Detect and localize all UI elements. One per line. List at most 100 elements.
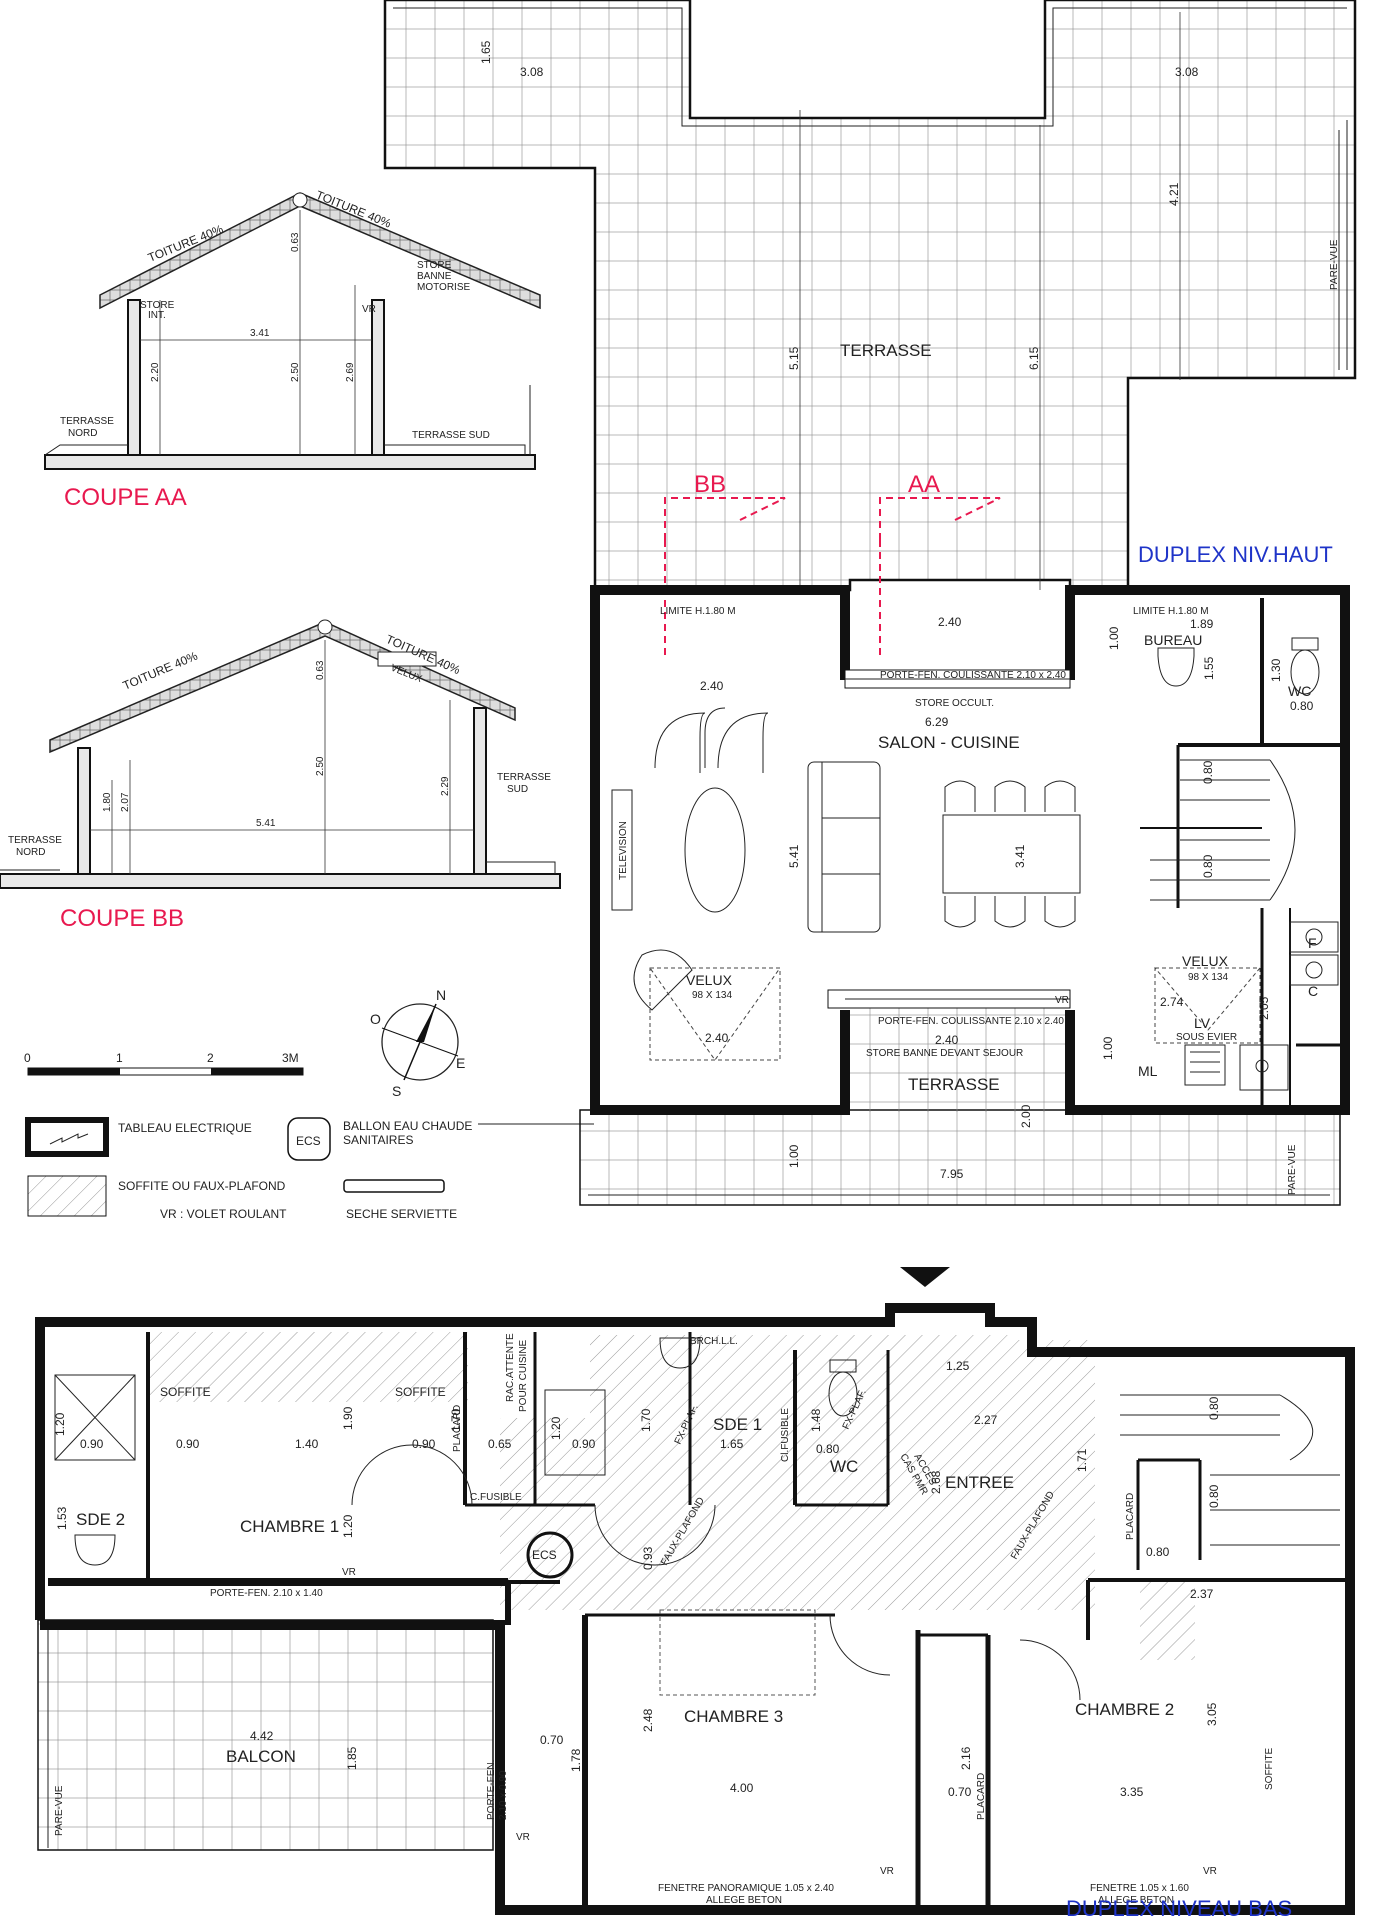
- bas-dim-080d: 0.80: [1146, 1545, 1170, 1559]
- legend-ecs: ECS: [296, 1134, 321, 1148]
- bas-dim-148: 1.48: [809, 1408, 823, 1432]
- bb-terrasse-nord: TERRASSE: [8, 835, 62, 846]
- velux-2: VELUX: [1182, 953, 1229, 969]
- haut-dim-240b: 2.40: [700, 679, 724, 693]
- f-label: F: [1308, 935, 1317, 951]
- sde-2-label: SDE 2: [76, 1510, 125, 1529]
- level-arrow-icon: [900, 1267, 950, 1287]
- bas-dim-335: 3.35: [1120, 1785, 1144, 1799]
- placard-3: PLACARD: [976, 1773, 987, 1820]
- haut-dim-341: 3.41: [1013, 844, 1027, 868]
- upper-interior: TELEVISION LIMITE H.1.80 M LIMITE H.1.80…: [579, 585, 1350, 1206]
- aa-store-banne: STORE: [417, 260, 452, 271]
- entree-label: ENTREE: [945, 1473, 1014, 1492]
- brch-ll: BRCH.L.L.: [690, 1336, 738, 1347]
- bureau-label: BUREAU: [1144, 632, 1202, 648]
- haut-dim-308a: 3.08: [520, 65, 544, 79]
- bas-dim-442: 4.42: [250, 1729, 274, 1743]
- bas-dim-237: 2.37: [1190, 1587, 1214, 1601]
- compass: N O E S: [370, 987, 465, 1099]
- bas-dim-080b: 0.80: [1207, 1396, 1221, 1420]
- c-fusible: C.FUSIBLE: [470, 1492, 522, 1503]
- section-aa-marker: AA: [908, 471, 940, 498]
- bb-dim-180: 1.80: [102, 792, 113, 812]
- aa-terrasse-nord: TERRASSE: [60, 416, 114, 427]
- lv-label: LV: [1194, 1015, 1211, 1031]
- haut-dim-165: 1.65: [479, 40, 493, 64]
- haut-dim-240a: 2.40: [938, 615, 962, 629]
- bb-terrasse-sud-2: SUD: [507, 784, 528, 795]
- vr-lower-3: VR: [880, 1866, 894, 1877]
- legend-ballon-1: BALLON EAU CHAUDE: [343, 1119, 472, 1133]
- scale-bar: 0 1 2 3M: [24, 1051, 304, 1076]
- haut-dim-189: 1.89: [1190, 617, 1214, 631]
- haut-dim-274: 2.74: [1160, 995, 1184, 1009]
- upper-terrace: TERRASSE 1.65 3.08 3.08 4.21 5.15 6.15 P…: [383, 0, 1357, 660]
- chambre-3-label: CHAMBRE 3: [684, 1707, 783, 1726]
- bas-dim-216: 2.16: [959, 1746, 973, 1770]
- bas-dim-153: 1.53: [55, 1506, 69, 1530]
- haut-dim-100a: 1.00: [1107, 626, 1121, 650]
- haut-dim-515: 5.15: [787, 346, 801, 370]
- aa-dim-220: 2.20: [150, 362, 161, 382]
- ecs-lower: ECS: [532, 1548, 557, 1562]
- porte-fen-coulissante-2: PORTE-FEN. COULISSANTE 2.10 x 2.40: [878, 1016, 1064, 1027]
- bas-dim-248: 2.48: [641, 1708, 655, 1732]
- velux-2-size: 98 X 134: [1188, 972, 1228, 983]
- lower-plan: ECS CHAMBRE 1 CHAMBRE 2 CHAMBRE 3 SDE 1 …: [35, 1303, 1355, 1920]
- limite-1: LIMITE H.1.80 M: [660, 606, 736, 617]
- store-occult: STORE OCCULT.: [915, 698, 994, 709]
- velux-1-size: 98 X 134: [692, 990, 732, 1001]
- duplex-haut-title: DUPLEX NIV.HAUT: [1138, 542, 1333, 567]
- bas-dim-093: 0.93: [641, 1546, 655, 1570]
- porte-fen-1: PORTE-FEN. 2.10 x 1.40: [210, 1588, 323, 1599]
- bas-dim-070b: 0.70: [948, 1785, 972, 1799]
- haut-dim-308b: 3.08: [1175, 65, 1199, 79]
- coupe-aa-title: COUPE AA: [64, 484, 187, 511]
- haut-dim-421: 4.21: [1167, 182, 1181, 206]
- rac-cuisine: POUR CUISINE: [518, 1339, 529, 1412]
- vr-lower-2: VR: [516, 1832, 530, 1843]
- bas-dim-185: 1.85: [345, 1746, 359, 1770]
- terrace-label: TERRASSE: [840, 341, 932, 360]
- bas-dim-080a: 0.80: [816, 1442, 840, 1456]
- allege-beton-1: ALLEGE BETON: [706, 1895, 782, 1906]
- compass-s: S: [392, 1083, 401, 1099]
- rac-attente: RAC.ATTENTE: [505, 1333, 516, 1402]
- duplex-bas-title: DUPLEX NIVEAU BAS: [1066, 1896, 1292, 1920]
- haut-dim-130: 1.30: [1269, 658, 1283, 682]
- pare-vue-2: PARE-VUE: [1287, 1144, 1298, 1195]
- legend-ballon-2: SANITAIRES: [343, 1133, 413, 1147]
- pare-vue-lower: PARE-VUE: [54, 1785, 65, 1836]
- aa-dim-250: 2.50: [290, 362, 301, 382]
- bb-terrasse-sud: TERRASSE: [497, 772, 551, 783]
- placard-2: PLACARD: [1125, 1493, 1136, 1540]
- bas-dim-400: 4.00: [730, 1781, 754, 1795]
- bas-dim-305: 3.05: [1205, 1702, 1219, 1726]
- television-label: TELEVISION: [618, 821, 629, 880]
- haut-dim-100c: 1.00: [787, 1144, 801, 1168]
- porte-fen-2: PORTE-FEN.: [486, 1760, 497, 1820]
- coupe-bb-title: COUPE BB: [60, 905, 184, 932]
- aa-terrasse-nord-2: NORD: [68, 428, 97, 439]
- placard-1: PLACARD: [452, 1405, 463, 1452]
- bas-dim-140: 1.40: [295, 1437, 319, 1451]
- compass-e: E: [456, 1055, 465, 1071]
- bas-dim-170b: 1.70: [639, 1408, 653, 1432]
- bb-dim-229: 2.29: [440, 776, 451, 796]
- chambre-1-label: CHAMBRE 1: [240, 1517, 339, 1536]
- legend: TABLEAU ELECTRIQUE ECS BALLON EAU CHAUDE…: [25, 1117, 594, 1221]
- limite-2: LIMITE H.1.80 M: [1133, 606, 1209, 617]
- aa-store-int: STORE: [140, 300, 175, 311]
- bas-dim-080c: 0.80: [1207, 1484, 1221, 1508]
- soffite-2: SOFFITE: [395, 1385, 446, 1399]
- fenetre-2: FENETRE 1.05 x 1.60: [1090, 1883, 1189, 1894]
- haut-dim-629: 6.29: [925, 715, 949, 729]
- section-bb: VELUX TOITURE 40% TOITURE 40% TERRASSE S…: [0, 619, 561, 932]
- bb-dim-063: 0.63: [315, 660, 326, 680]
- bb-dim-207: 2.07: [120, 792, 131, 812]
- bas-dim-090b: 0.90: [176, 1437, 200, 1451]
- soffite-1: SOFFITE: [160, 1385, 211, 1399]
- bas-dim-090d: 0.90: [572, 1437, 596, 1451]
- bas-dim-120b: 1.20: [549, 1416, 563, 1440]
